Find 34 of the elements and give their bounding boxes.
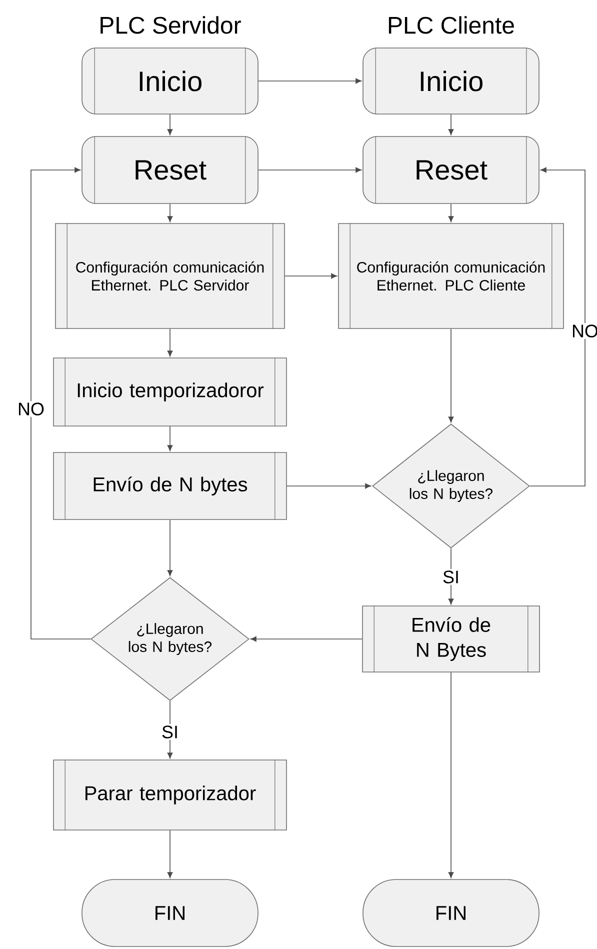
- arrow: [258, 78, 362, 84]
- arrow: [530, 167, 586, 486]
- arrow: [284, 273, 338, 279]
- arrow: [167, 520, 173, 576]
- loop-box: Reset: [362, 136, 540, 204]
- arrow: [448, 204, 454, 222]
- loop-box: Inicio: [362, 47, 540, 115]
- arrow: [167, 830, 173, 878]
- arrow: [167, 700, 173, 759]
- arrow: [167, 114, 173, 136]
- terminal-box: FIN: [82, 879, 258, 947]
- arrow: [448, 114, 454, 136]
- arrow: [448, 328, 454, 423]
- loop-box: Reset: [82, 136, 258, 204]
- arrow: [250, 636, 362, 642]
- terminal-box: FIN: [362, 879, 540, 947]
- edge-label: SI: [160, 724, 180, 740]
- arrow: [448, 672, 454, 878]
- arrow: [167, 328, 173, 357]
- loop-box: Inicio: [82, 47, 258, 115]
- process-box: Configuración comunicación Ethernet. PLC Servidor: [55, 222, 285, 330]
- edge-label: SI: [441, 569, 461, 585]
- process-box: Configuración comunicación Ethernet. PLC Cliente: [338, 222, 564, 330]
- process-box: Envío de N Bytes: [362, 605, 540, 673]
- arrow: [167, 426, 173, 452]
- arrow: [448, 548, 454, 605]
- process-box: Envío de N bytes: [53, 452, 287, 520]
- arrow: [167, 204, 173, 222]
- process-box: Inicio temporizadoror: [53, 357, 287, 427]
- arrow: [258, 167, 362, 173]
- edge-label: NO: [16, 401, 46, 417]
- arrow: [30, 167, 91, 640]
- arrow: [286, 483, 372, 489]
- process-box: Parar temporizador: [53, 759, 287, 831]
